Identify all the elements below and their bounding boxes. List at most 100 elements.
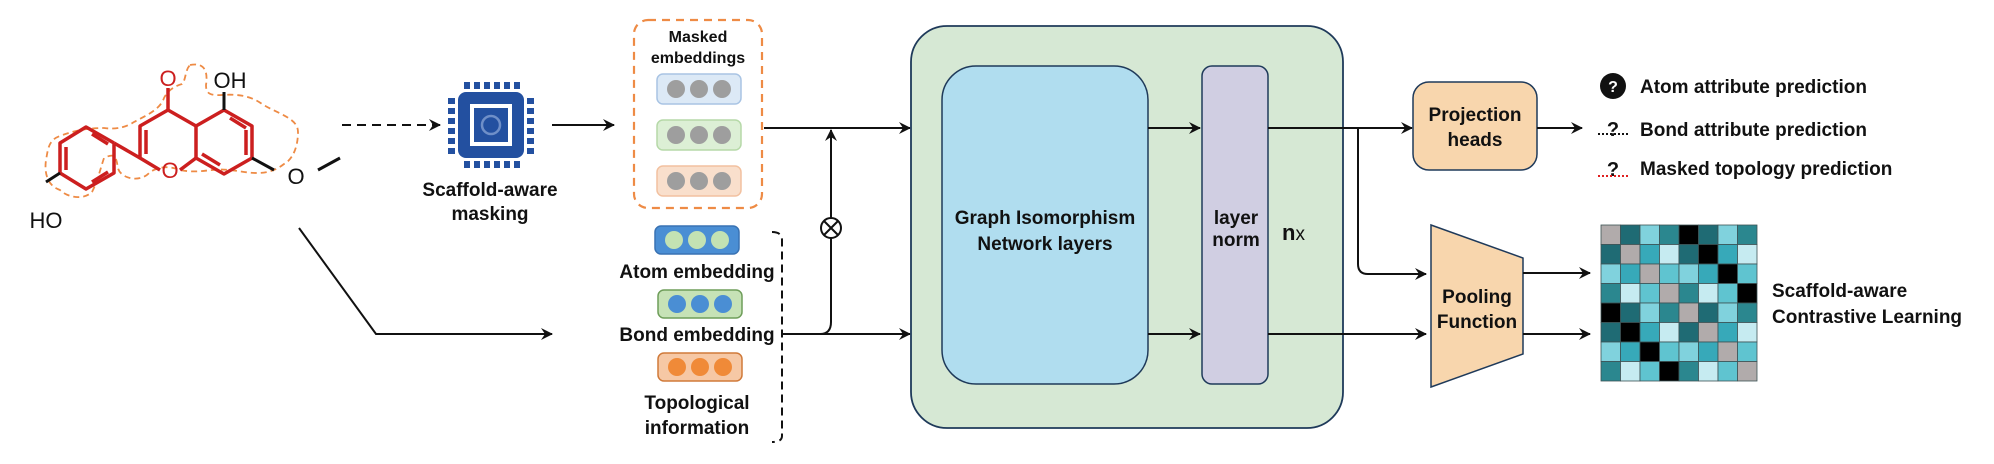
repeat-x: x xyxy=(1295,224,1305,245)
matrix-cell xyxy=(1678,224,1699,245)
matrix-cell xyxy=(1600,341,1621,362)
chip-pin xyxy=(527,98,534,104)
prediction-list: ? Atom attribute prediction ? Bond attri… xyxy=(1598,73,1892,181)
matrix-cell xyxy=(1737,302,1758,323)
chip-pin xyxy=(448,118,455,124)
chip-pin xyxy=(527,128,534,134)
chip-pin xyxy=(474,82,480,89)
projection-heads-box xyxy=(1412,81,1538,171)
masked-embeddings-title-line1: Masked xyxy=(669,29,728,46)
chip-pin xyxy=(527,148,534,154)
masked-embeddings-box xyxy=(632,18,764,210)
matrix-cell xyxy=(1659,361,1680,382)
chip-core xyxy=(474,108,508,142)
prediction-label: Atom attribute prediction xyxy=(1640,77,1867,98)
chip-pin xyxy=(494,161,500,168)
masking-label-line2: masking xyxy=(451,204,528,225)
question-solid-icon: ? xyxy=(1600,73,1626,99)
chip-pin xyxy=(514,82,520,89)
matrix-cell xyxy=(1717,224,1738,245)
topological-label-line2: information xyxy=(645,418,750,439)
pooling-function-trapezoid xyxy=(1430,223,1524,389)
projection-label-line2: heads xyxy=(1448,130,1503,151)
matrix-cell xyxy=(1620,263,1641,284)
masked-embeddings-title-line2: embeddings xyxy=(651,50,745,67)
contrastive-label-line1: Scaffold-aware xyxy=(1772,281,1907,302)
matrix-cell xyxy=(1639,361,1660,382)
matrix-cell xyxy=(1600,302,1621,323)
embedding-rows xyxy=(654,225,743,382)
matrix-cell xyxy=(1639,244,1660,265)
chip-pin xyxy=(504,161,510,168)
chip-pin xyxy=(494,82,500,89)
matrix-cell xyxy=(1600,283,1621,304)
embedding-dot xyxy=(691,358,709,376)
chip-pin xyxy=(448,138,455,144)
masked-embedding-rows xyxy=(656,73,742,197)
chip-pin xyxy=(527,108,534,114)
matrix-cell xyxy=(1737,263,1758,284)
atom-label-methoxy-o: O xyxy=(287,164,304,189)
matrix-cell xyxy=(1620,322,1641,343)
matrix-cell xyxy=(1737,283,1758,304)
matrix-cell xyxy=(1698,224,1719,245)
matrix-cell xyxy=(1659,283,1680,304)
matrix-cell xyxy=(1678,263,1699,284)
matrix-cell xyxy=(1737,361,1758,382)
matrix-cell xyxy=(1659,322,1680,343)
layer-norm-label-line1: layer xyxy=(1214,208,1259,229)
layer-norm-box xyxy=(1201,65,1269,385)
contrastive-label-line2: Contrastive Learning xyxy=(1772,307,1962,328)
matrix-cell xyxy=(1678,283,1699,304)
atom-label-ho: HO xyxy=(30,208,63,233)
matrix-cell xyxy=(1620,283,1641,304)
matrix-cell xyxy=(1678,322,1699,343)
chip-pin xyxy=(527,118,534,124)
masked-embedding-dot xyxy=(713,126,731,144)
refresh-icon xyxy=(480,114,502,136)
embedding-dot xyxy=(714,295,732,313)
matrix-cell xyxy=(1639,302,1660,323)
embedding-dot xyxy=(688,231,706,249)
matrix-cell xyxy=(1639,224,1660,245)
layer-norm-label-line2: norm xyxy=(1212,230,1260,251)
masked-embedding-dot xyxy=(667,126,685,144)
masking-label-line1: Scaffold-aware xyxy=(422,180,557,201)
gin-layers-box xyxy=(941,65,1149,385)
chip-pin xyxy=(448,98,455,104)
matrix-cell xyxy=(1678,302,1699,323)
masked-embedding-dot xyxy=(690,172,708,190)
atom-embedding-label: Atom embedding xyxy=(619,262,774,283)
matrix-cell xyxy=(1620,341,1641,362)
gin-label-line2: Network layers xyxy=(977,234,1112,255)
molecule: O OH O O HO xyxy=(30,63,341,233)
matrix-cell xyxy=(1717,322,1738,343)
matrix-cell xyxy=(1639,341,1660,362)
matrix-cell xyxy=(1620,224,1641,245)
bond-embedding-label: Bond embedding xyxy=(619,325,774,346)
chip-pin xyxy=(527,138,534,144)
matrix-cell xyxy=(1620,361,1641,382)
embedding-dot xyxy=(665,231,683,249)
masked-embedding-dot xyxy=(667,172,685,190)
embedding-dot xyxy=(711,231,729,249)
matrix-cell xyxy=(1717,361,1738,382)
embedding-dot xyxy=(668,358,686,376)
matrix-cell xyxy=(1659,244,1680,265)
masked-embedding-dot xyxy=(690,80,708,98)
atom-label-ring-o: O xyxy=(161,158,178,183)
arrow-embedding-up xyxy=(819,129,837,335)
chip-pin xyxy=(464,161,470,168)
matrix-cell xyxy=(1698,341,1719,362)
matrix-cell xyxy=(1698,361,1719,382)
matrix-cell xyxy=(1737,224,1758,245)
question-dotted-icon: ? xyxy=(1598,119,1628,141)
arrow-to-embeddings xyxy=(298,227,553,340)
atom-label-oh: OH xyxy=(214,68,247,93)
embedding-dot xyxy=(668,295,686,313)
chip-pin xyxy=(484,161,490,168)
repeat-n: n xyxy=(1282,220,1295,245)
chip-icon xyxy=(448,82,534,168)
matrix-cell xyxy=(1717,302,1738,323)
chip-pin xyxy=(514,161,520,168)
